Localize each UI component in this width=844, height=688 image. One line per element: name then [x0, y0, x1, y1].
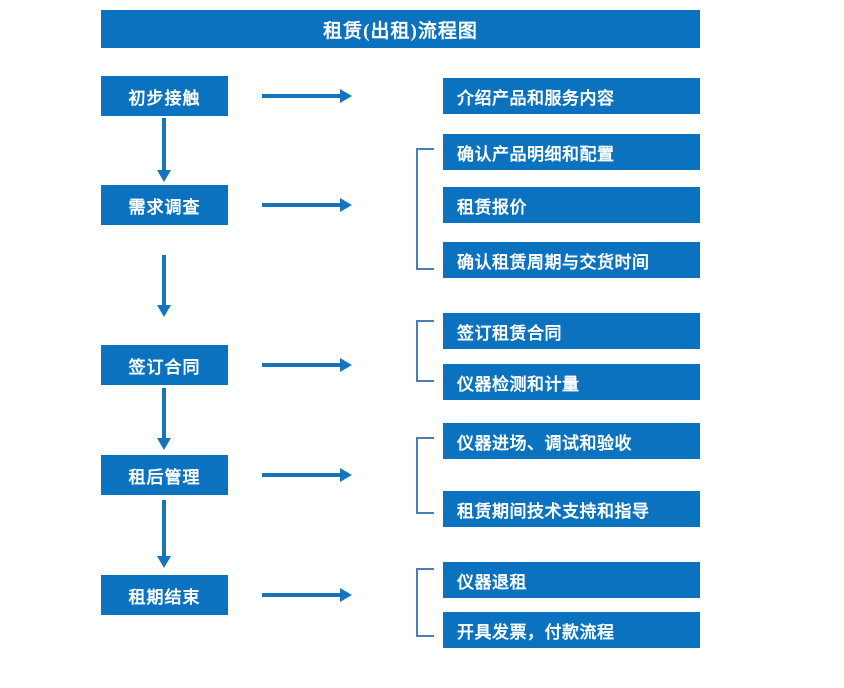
arrow-shaft	[262, 473, 341, 477]
arrow-shaft	[262, 203, 341, 207]
arrow-head	[157, 170, 171, 182]
detail-box-instrument-entry-commissioning[interactable]: 仪器进场、调试和验收	[443, 423, 700, 459]
arrow-head	[340, 89, 352, 103]
detail-box-introduce-products[interactable]: 介绍产品和服务内容	[443, 78, 700, 114]
arrow-head	[157, 438, 171, 450]
arrow-head	[157, 305, 171, 317]
arrow-head	[157, 556, 171, 568]
detail-box-instrument-inspection[interactable]: 仪器检测和计量	[443, 364, 700, 400]
stage-box-initial-contact[interactable]: 初步接触	[101, 76, 228, 116]
group-bracket-needs-survey	[416, 148, 434, 270]
group-bracket-sign-contract	[416, 320, 434, 382]
right-arrow-icon-4	[262, 468, 352, 482]
right-arrow-icon-1	[262, 89, 352, 103]
arrow-head	[340, 588, 352, 602]
down-arrow-icon-3	[157, 388, 171, 450]
arrow-shaft	[162, 500, 166, 556]
detail-box-technical-support[interactable]: 租赁期间技术支持和指导	[443, 491, 700, 527]
detail-box-confirm-product-details[interactable]: 确认产品明细和配置	[443, 134, 700, 170]
arrow-head	[340, 468, 352, 482]
stage-box-needs-survey[interactable]: 需求调查	[101, 185, 228, 225]
arrow-shaft	[262, 593, 341, 597]
group-bracket-lease-end	[416, 568, 434, 637]
stage-box-lease-end[interactable]: 租期结束	[101, 575, 228, 615]
arrow-shaft	[162, 255, 166, 305]
group-bracket-post-rental	[416, 437, 434, 514]
stage-box-sign-contract[interactable]: 签订合同	[101, 345, 228, 385]
page-title: 租赁(出租)流程图	[101, 10, 700, 48]
arrow-shaft	[262, 363, 341, 367]
detail-box-invoice-payment[interactable]: 开具发票，付款流程	[443, 612, 700, 648]
arrow-head	[340, 358, 352, 372]
right-arrow-icon-5	[262, 588, 352, 602]
detail-box-rental-quotation[interactable]: 租赁报价	[443, 187, 700, 223]
right-arrow-icon-2	[262, 198, 352, 212]
stage-box-post-rental-management[interactable]: 租后管理	[101, 455, 228, 495]
down-arrow-icon-2	[157, 255, 171, 317]
arrow-shaft	[162, 118, 166, 170]
arrow-shaft	[162, 388, 166, 438]
down-arrow-icon-1	[157, 118, 171, 182]
arrow-head	[340, 198, 352, 212]
arrow-shaft	[262, 94, 341, 98]
detail-box-confirm-lease-period[interactable]: 确认租赁周期与交货时间	[443, 242, 700, 278]
down-arrow-icon-4	[157, 500, 171, 568]
detail-box-instrument-return[interactable]: 仪器退租	[443, 562, 700, 598]
right-arrow-icon-3	[262, 358, 352, 372]
detail-box-sign-lease-contract[interactable]: 签订租赁合同	[443, 313, 700, 349]
